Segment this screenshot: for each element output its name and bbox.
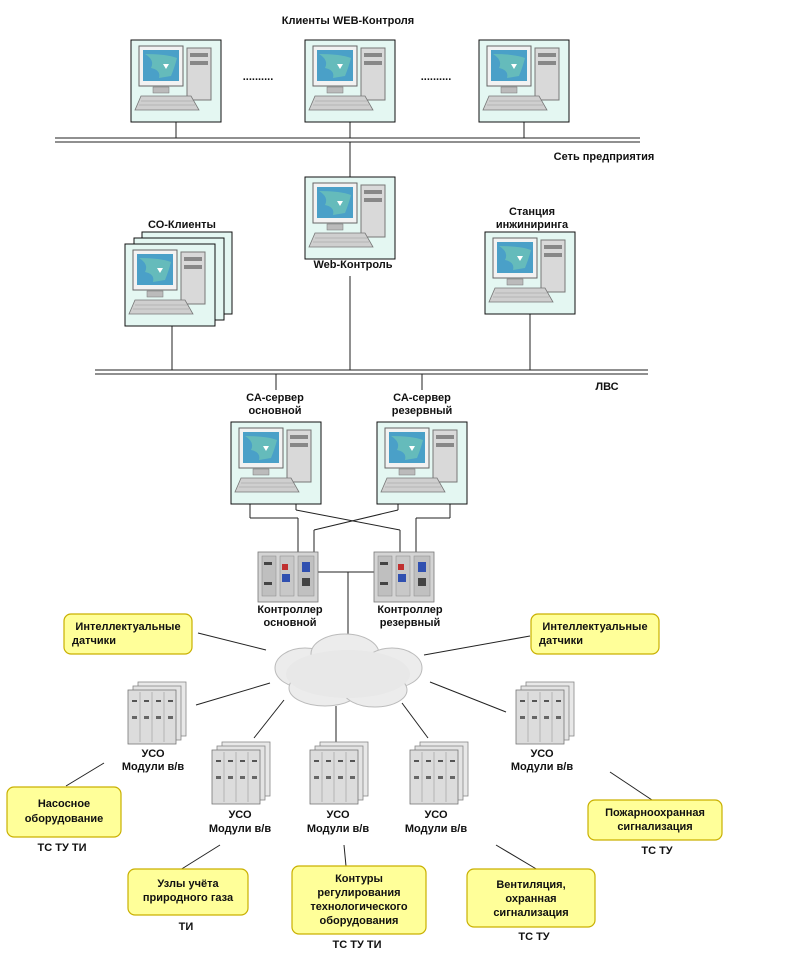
uso-rack-2 [211, 741, 271, 805]
ventilation-line-1: Вентиляция, [496, 879, 565, 891]
label-web-control: Web-Контроль [313, 259, 392, 271]
label-ctrl-res-2: резервный [380, 617, 441, 629]
web-client-2 [304, 39, 396, 123]
label-sa-res-2: резервный [392, 405, 453, 417]
contours-line-3: технологического [310, 901, 407, 913]
uso-rack-1 [127, 681, 187, 745]
uso-rack-5 [515, 681, 575, 745]
label-sa-res-1: СА-сервер [393, 392, 451, 404]
label-ctrl-main-1: Контроллер [257, 604, 323, 616]
label-sa-main-1: СА-сервер [246, 392, 304, 404]
uso-rack-3 [309, 741, 369, 805]
label-sa-main-2: основной [249, 405, 302, 417]
sensors-left-line-2: датчики [72, 635, 116, 647]
dots-left: .......... [243, 71, 274, 83]
label-modules-1: Модули в/в [122, 761, 184, 773]
ventilation-line-3: сигнализация [493, 907, 568, 919]
label-uso-5: УСО [530, 748, 554, 760]
label-modules-4: Модули в/в [405, 823, 467, 835]
label-eng-station-1: Станция [509, 206, 555, 218]
controller-main [257, 551, 319, 603]
box-gas [127, 868, 249, 916]
contours-line-4: оборудования [320, 915, 399, 927]
label-ctrl-res-1: Контроллер [377, 604, 443, 616]
ventilation-line-2: охранная [505, 893, 556, 905]
sa-server-reserve [376, 421, 468, 505]
label-uso-1: УСО [141, 748, 165, 760]
dots-right: .......... [421, 71, 452, 83]
label-ctrl-main-2: основной [264, 617, 317, 629]
label-uso-3: УСО [326, 809, 350, 821]
sa-server-main [230, 421, 322, 505]
sensors-right-line-2: датчики [539, 635, 583, 647]
label-web-clients: Клиенты WEB-Контроля [282, 15, 414, 27]
label-uso-4: УСО [424, 809, 448, 821]
network-cloud [274, 633, 423, 708]
signals-pumps: ТС ТУ ТИ [38, 842, 87, 854]
controller-reserve [373, 551, 435, 603]
label-co-clients: СО-Клиенты [148, 219, 216, 231]
signals-fire: ТС ТУ [641, 845, 672, 857]
label-uso-2: УСО [228, 809, 252, 821]
box-ventilation [466, 868, 596, 928]
signals-ventilation: ТС ТУ [518, 931, 549, 943]
label-modules-3: Модули в/в [307, 823, 369, 835]
box-sensors-left [63, 613, 193, 655]
box-sensors-right [530, 613, 660, 655]
fire-line-1: Пожарноохранная [605, 807, 705, 819]
signals-contours: ТС ТУ ТИ [333, 939, 382, 951]
engineering-station [484, 231, 576, 315]
signals-gas: ТИ [179, 921, 194, 933]
fire-line-2: сигнализация [617, 821, 692, 833]
network-lines [55, 120, 653, 871]
label-enterprise-net: Сеть предприятия [554, 151, 655, 163]
label-eng-station-2: инжиниринга [496, 219, 569, 231]
gas-line-1: Узлы учёта [157, 878, 219, 890]
box-fire [587, 799, 723, 841]
uso-rack-4 [409, 741, 469, 805]
label-lan: ЛВС [595, 381, 618, 393]
web-client-1 [130, 39, 222, 123]
web-control-server [304, 176, 396, 260]
label-modules-5: Модули в/в [511, 761, 573, 773]
sensors-right-line-1: Интеллектуальные [542, 621, 647, 633]
co-clients-stack [124, 231, 233, 327]
box-contours [291, 865, 427, 935]
pumps-line-1: Насосное [38, 798, 90, 810]
web-client-3 [478, 39, 570, 123]
gas-line-2: природного газа [143, 892, 234, 904]
contours-line-1: Контуры [335, 873, 383, 885]
box-pumps [6, 786, 122, 838]
sensors-left-line-1: Интеллектуальные [75, 621, 180, 633]
contours-line-2: регулирования [317, 887, 400, 899]
label-modules-2: Модули в/в [209, 823, 271, 835]
pumps-line-2: оборудование [25, 813, 104, 825]
